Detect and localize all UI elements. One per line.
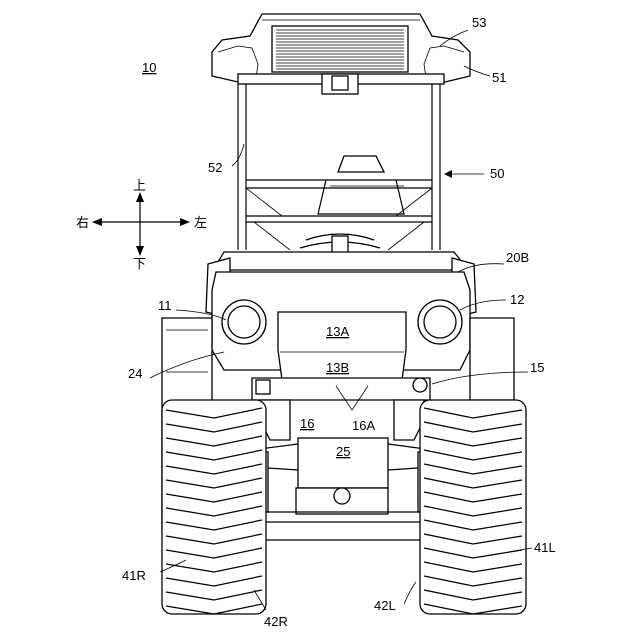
label-15: 15 bbox=[530, 360, 544, 375]
label-20B: 20B bbox=[506, 250, 529, 265]
direction-right-label: 右 bbox=[76, 215, 89, 230]
rops-frame bbox=[238, 84, 440, 250]
front-tire-left bbox=[420, 400, 526, 614]
label-53: 53 bbox=[472, 15, 486, 30]
headlight-left bbox=[418, 300, 462, 344]
label-51: 51 bbox=[492, 70, 506, 85]
label-41R: 41R bbox=[122, 568, 146, 583]
label-11: 11 bbox=[158, 298, 172, 313]
label-52: 52 bbox=[208, 160, 222, 175]
direction-down-label: 下 bbox=[133, 256, 146, 271]
label-42L: 42L bbox=[374, 598, 396, 613]
direction-indicator: 上 下 右 左 bbox=[76, 178, 207, 271]
label-42R: 42R bbox=[264, 614, 288, 629]
steering-wheel bbox=[300, 234, 380, 254]
headlight-right bbox=[222, 300, 266, 344]
direction-left-label: 左 bbox=[194, 215, 207, 230]
label-16A: 16A bbox=[352, 418, 375, 433]
direction-up-label: 上 bbox=[133, 178, 146, 193]
front-tire-right bbox=[162, 400, 266, 614]
label-12: 12 bbox=[510, 292, 524, 307]
label-13A: 13A bbox=[326, 324, 349, 339]
label-50: 50 bbox=[490, 166, 504, 181]
label-41L: 41L bbox=[534, 540, 556, 555]
label-16: 16 bbox=[300, 416, 314, 431]
label-24: 24 bbox=[128, 366, 142, 381]
label-13B: 13B bbox=[326, 360, 349, 375]
label-10: 10 bbox=[142, 60, 156, 75]
roof-canopy bbox=[212, 14, 470, 94]
rear-wheel-left bbox=[470, 318, 514, 400]
operator-seat bbox=[318, 156, 404, 214]
label-25: 25 bbox=[336, 444, 350, 459]
